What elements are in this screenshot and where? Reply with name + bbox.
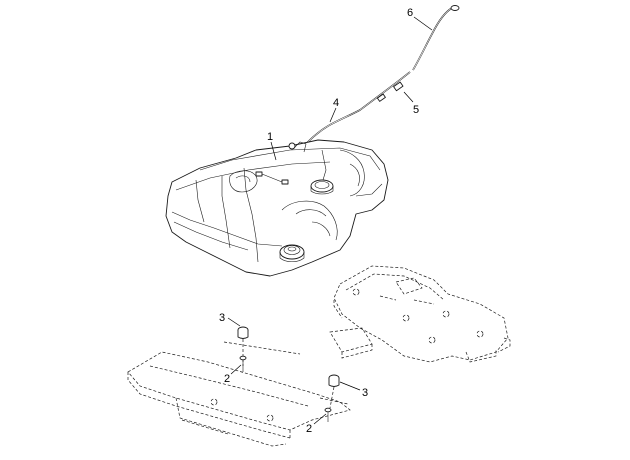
fuel-tank [165, 139, 389, 277]
rubber-bumper-left [237, 326, 249, 339]
hose-clamp-icon [376, 81, 404, 102]
callout-2-left: 2 [224, 373, 230, 385]
callout-2-right: 2 [306, 423, 312, 435]
tank-fitting [281, 179, 289, 185]
bolt-right [324, 407, 332, 422]
leader-lines [227, 16, 433, 425]
vent-hose [412, 5, 460, 71]
bumper-axis-line [223, 341, 301, 355]
tank-support-bracket [127, 351, 351, 447]
callout-labels: 1 4 5 6 3 2 3 2 [219, 7, 419, 435]
callout-3-right: 3 [362, 387, 368, 399]
callout-4: 4 [333, 97, 339, 109]
callout-5: 5 [413, 104, 419, 116]
callout-6: 6 [407, 7, 413, 19]
tank-fitting [255, 171, 263, 177]
vent-hose-end-icon [450, 5, 460, 11]
fuel-pump-port [310, 179, 334, 195]
bumper-axis-line [329, 386, 335, 409]
filler-neck-port [279, 244, 305, 263]
callout-3-left: 3 [219, 312, 225, 324]
rubber-bumper-right [328, 374, 340, 387]
callout-1: 1 [267, 131, 273, 143]
mounting-plate [329, 265, 511, 363]
bolt-left [239, 355, 247, 372]
